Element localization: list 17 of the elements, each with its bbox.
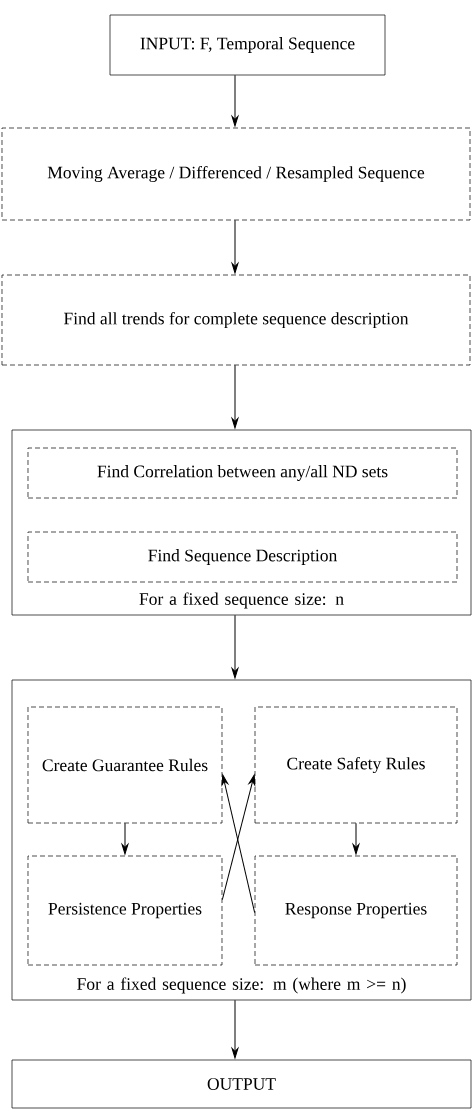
process-box: Find Correlation between any/all ND sets bbox=[27, 447, 458, 499]
output-box: OUTPUT bbox=[11, 1059, 472, 1109]
arrow bbox=[231, 614, 239, 679]
process-box: Persistence Properties bbox=[27, 855, 223, 966]
arrow bbox=[231, 364, 239, 429]
input-box: INPUT: F, Temporal Sequence bbox=[109, 14, 386, 76]
arrow bbox=[352, 822, 360, 855]
process-box: Create Safety Rules bbox=[254, 706, 458, 824]
process-box: Find all trends for complete sequence description bbox=[1, 274, 471, 366]
process-box: Create Guarantee Rules bbox=[27, 706, 223, 824]
arrow bbox=[231, 74, 239, 127]
process-box: Moving Average / Differenced / Resampled Sequence bbox=[1, 127, 471, 221]
process-box: Response Properties bbox=[254, 855, 458, 966]
arrow bbox=[231, 999, 239, 1059]
process-box: Find Sequence Description bbox=[27, 531, 458, 583]
arrow bbox=[231, 219, 239, 274]
arrow bbox=[121, 822, 129, 855]
